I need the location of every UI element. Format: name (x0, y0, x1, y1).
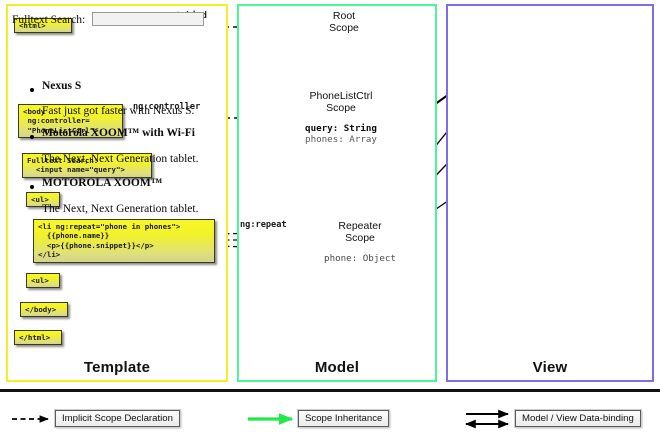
view-phone-snippet-2: The Next, Next Generation tablet. (42, 153, 199, 165)
code-box-body-tag: <body ng:controller= "PhoneListCtrl"> (18, 104, 123, 139)
code-box-ul-close: <ul> (26, 273, 60, 289)
phonelistctrl-scope-prop-query: query: String (305, 123, 377, 134)
code-box-html-open: <html> (14, 18, 72, 34)
view-phone-name-2: Motorola XOOM™ with Wi-Fi (42, 127, 196, 139)
code-box-li-repeat: <li ng:repeat="phone in phones"> {{phone… (33, 219, 215, 263)
view-phone-name-1: Nexus S (42, 80, 82, 92)
phonelistctrl-scope-label: PhoneListCtrl Scope query: String phones… (284, 90, 398, 145)
phonelistctrl-scope-title-line1: PhoneListCtrl (309, 90, 373, 102)
phonelistctrl-scope-prop-phones: phones: Array (305, 134, 377, 145)
phonelistctrl-scope-title-line2: Scope (326, 102, 356, 114)
legend-item-scope-inheritance: Scope Inheritance (296, 409, 391, 428)
repeater-scope-title-line2: Scope (345, 232, 375, 244)
panel-model: Model (237, 4, 437, 382)
edge-label-ng-repeat: ng:repeat (240, 220, 287, 230)
code-box-fulltext-search: Fulltext Search: <input name="query"> (22, 153, 152, 178)
view-bullet-2 (30, 135, 34, 139)
root-scope-title-line1: Root (332, 10, 356, 22)
view-bullet-3 (30, 185, 34, 189)
view-phone-name-3: MOTOROLA XOOM™ (42, 177, 163, 189)
legend-item-implicit-scope-declaration: Implicit Scope Declaration (54, 409, 181, 428)
code-box-ul-open: <ul> (26, 192, 60, 208)
root-scope-title-line2: Scope (329, 22, 359, 34)
view-search-label: Fulltext Search: (12, 14, 86, 26)
legend-divider (0, 389, 660, 392)
code-box-body-close: </body> (20, 302, 68, 318)
panel-label-model: Model (314, 359, 360, 376)
panel-view: View (446, 4, 654, 382)
legend-item-model-view-data-binding: Model / View Data-binding (514, 409, 642, 428)
view-search-input[interactable] (92, 12, 204, 26)
view-bullet-1 (30, 88, 34, 92)
view-phone-snippet-1: Fast just got faster with Nexus S. (42, 105, 195, 117)
panel-label-view: View (532, 359, 568, 376)
repeater-scope-title-line1: Repeater (338, 220, 382, 232)
code-box-html-close: </html> (14, 330, 62, 346)
repeater-scope-prop-phone: phone: Object (324, 253, 396, 264)
repeater-scope-label: Repeater Scope phone: Object (303, 220, 417, 264)
view-phone-snippet-3: The Next, Next Generation tablet. (42, 203, 199, 215)
root-scope-label: Root Scope (295, 10, 393, 34)
panel-label-template: Template (83, 359, 151, 376)
edge-label-ng-controller: ng:controller (133, 102, 201, 112)
